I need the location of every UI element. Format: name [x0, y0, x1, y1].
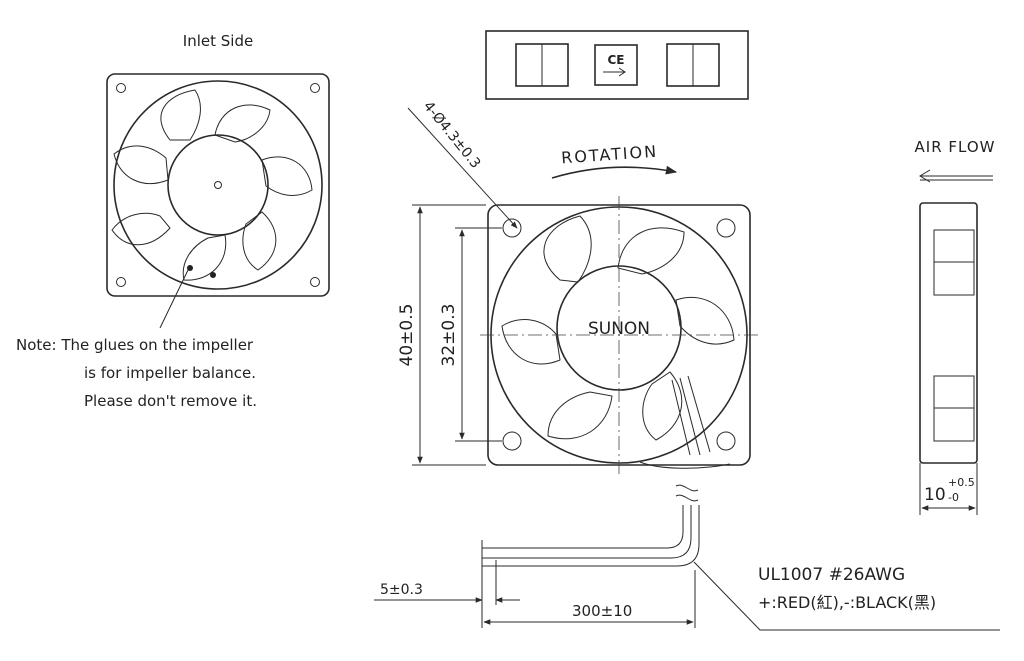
mount-hole: [116, 277, 126, 287]
strip-length: 5±0.3: [380, 582, 423, 598]
inlet-hub: [167, 134, 269, 236]
lead-length: 300±10: [572, 602, 632, 620]
inlet-side-title: Inlet Side: [183, 32, 253, 50]
mount-hole: [116, 83, 126, 93]
lead-wires: [639, 461, 731, 469]
wire-spec-leader: [693, 561, 1000, 631]
front-blades: [501, 215, 735, 441]
note-line3: Please don't remove it.: [84, 392, 257, 410]
hole-spec: 4-Ø4.3±0.3: [420, 98, 484, 171]
direction-arrow-icon: [603, 67, 626, 77]
thickness: 10: [924, 485, 946, 505]
inlet-venturi: [113, 80, 323, 290]
side-frame: [919, 202, 978, 464]
label-outline: [485, 30, 749, 100]
mount-hole: [502, 218, 522, 238]
ce-mark-text: CE: [607, 53, 624, 67]
note-leader: [159, 269, 189, 329]
lead-exit: [671, 375, 711, 456]
mount-hole: [502, 431, 522, 451]
glue-dot: [187, 265, 193, 271]
note-line1: Note: The glues on the impeller: [16, 336, 254, 354]
mount-hole: [310, 83, 320, 93]
glue-dot: [210, 272, 216, 278]
label-top-view: CE: [485, 30, 749, 100]
tol-lower: -0: [948, 491, 959, 504]
airflow-label: AIR FLOW: [915, 138, 996, 156]
mount-hole: [716, 218, 736, 238]
hub-center: [214, 181, 222, 189]
rotation-arrow-icon: [551, 165, 678, 179]
inlet-frame: [106, 73, 330, 297]
wire-spec: UL1007 #26AWG: [758, 565, 905, 585]
side-view: AIR FLOW 10 +0.5 -0: [915, 138, 996, 515]
outer-size: 40±0.5: [397, 304, 417, 367]
hole-leader: [407, 107, 518, 229]
break-mark: [675, 484, 699, 502]
rotation-label: ROTATION: [561, 142, 659, 168]
mount-hole: [310, 277, 320, 287]
polarity: +:RED(紅),-:BLACK(黑): [758, 593, 936, 612]
mount-hole: [716, 431, 736, 451]
inlet-side-view: Inlet Side Note: The glues on the impell…: [16, 32, 330, 410]
lead-wires-view: 5±0.3 300±10 UL1007 #26AWG +:RED(紅),-:BL…: [374, 484, 1000, 631]
note-line2: is for impeller balance.: [84, 364, 256, 382]
tol-upper: +0.5: [948, 476, 975, 489]
inlet-blades: [111, 89, 313, 281]
hole-pitch: 32±0.3: [439, 304, 459, 367]
front-view: ROTATION 4-Ø4.3±0.3 SUNON: [397, 98, 760, 476]
ce-mark-icon: [594, 44, 638, 86]
